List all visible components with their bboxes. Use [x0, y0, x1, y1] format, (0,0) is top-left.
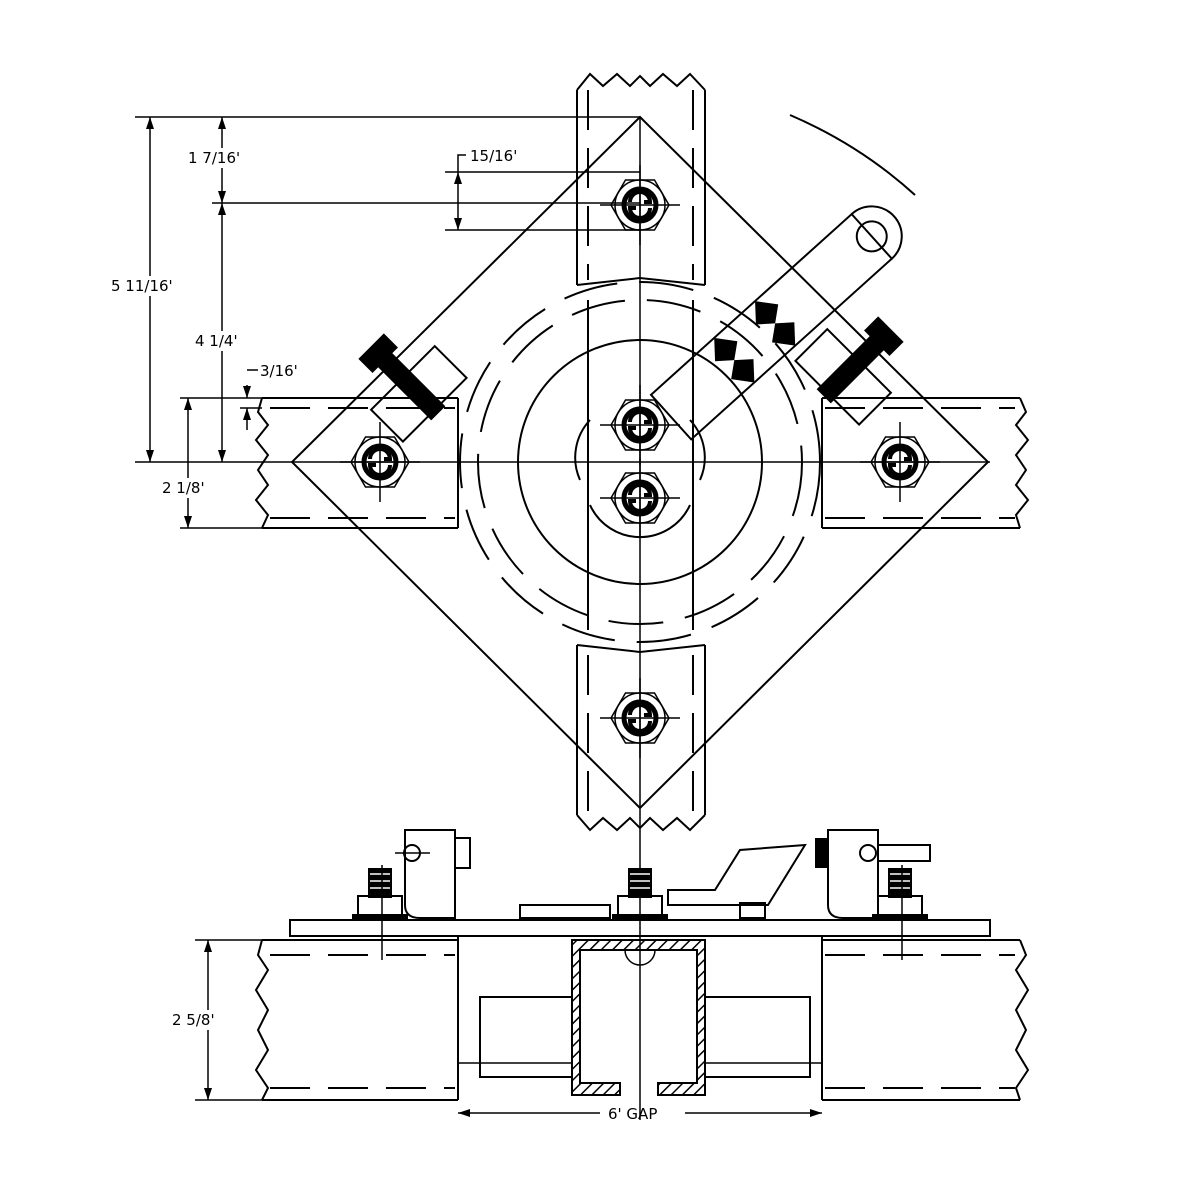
nut-icon	[871, 867, 929, 921]
bolt-icon	[600, 385, 680, 465]
vertical-strut	[576, 72, 706, 832]
dim-bolt-spacing: 15/16'	[470, 147, 517, 165]
handle	[649, 205, 903, 441]
dim-strut-inset: 3/16'	[260, 362, 298, 380]
dim-top-offset: 1 7/16'	[188, 149, 240, 167]
side-view: 2 5/8' 6' GAP	[170, 829, 1030, 1123]
nut-icon	[351, 867, 409, 921]
dim-center-to-bolt: 4 1/4'	[195, 332, 238, 350]
right-clamp	[794, 316, 904, 426]
dim-strut-width: 2 1/8'	[162, 479, 205, 497]
bolt-icon	[600, 458, 680, 538]
bolt-icon	[600, 165, 680, 245]
dim-strut-height: 2 5/8'	[172, 1011, 215, 1029]
dim-gap: 6' GAP	[608, 1105, 657, 1123]
left-clamp	[358, 333, 468, 443]
bolt-icon	[600, 678, 680, 758]
dimensions: 5 11/16' 1 7/16' 4 1/4' 3/16' 15/16' 2 1…	[110, 116, 640, 529]
dim-overall-height: 5 11/16'	[111, 277, 173, 295]
bolt-icon	[340, 422, 420, 502]
bolt-icon	[860, 422, 940, 502]
channel-section	[571, 939, 706, 1096]
top-view	[135, 72, 1030, 832]
